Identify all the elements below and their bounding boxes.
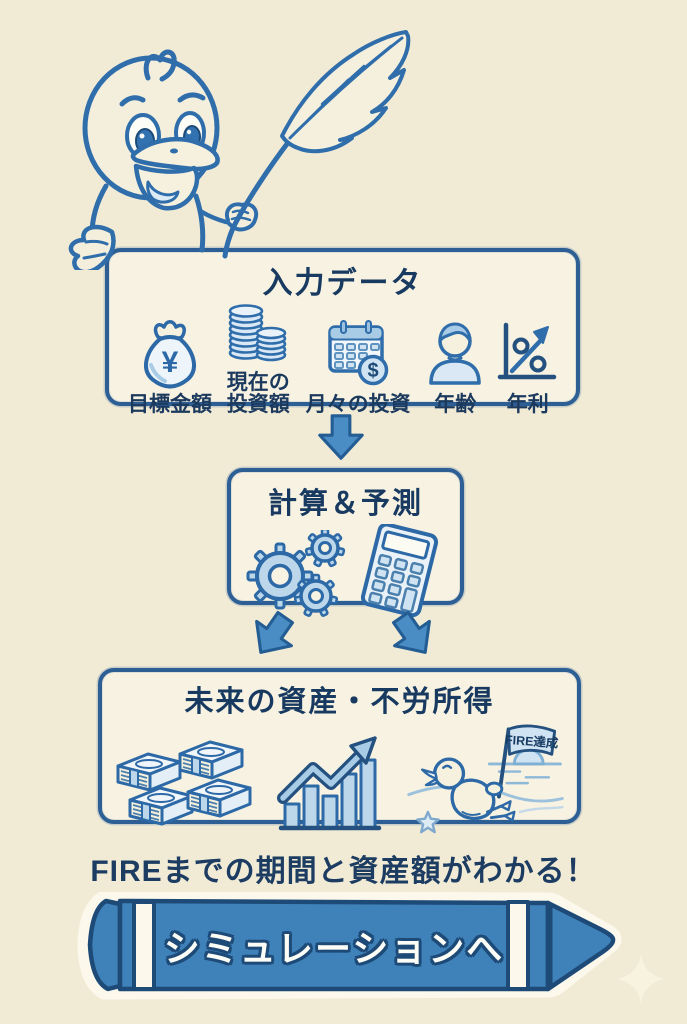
- input-item-monthly: $ 月々の投資: [299, 319, 417, 416]
- calc-icon-row: [231, 524, 460, 620]
- results-panel: 未来の資産・不労所得: [98, 668, 581, 834]
- cash-bundles-icon: [116, 740, 252, 826]
- flow-arrow-down-left-icon: [255, 610, 294, 654]
- simulation-cta-button[interactable]: シミュレーションへ: [76, 892, 638, 1006]
- result-panel-title: 未来の資産・不労所得: [184, 686, 495, 718]
- flow-arrow-down-icon: [318, 414, 364, 460]
- growth-bar-chart-icon: [276, 736, 381, 831]
- money-bag-yen-icon: ¥: [144, 320, 197, 389]
- input-item-label: 月々の投資: [305, 393, 411, 417]
- dollar-glyph: $: [368, 360, 379, 382]
- tagline: FIREまでの期間と資産額がわかる！: [90, 855, 597, 888]
- person-icon: [429, 322, 481, 385]
- percent-growth-icon: [497, 322, 556, 380]
- calendar-dollar-icon: $: [328, 320, 389, 386]
- input-item-rate: 年利: [493, 319, 562, 416]
- input-icon-row: ¥ 目標金額 現在の: [109, 304, 576, 416]
- calculator-icon: [360, 524, 438, 618]
- crayon-shape-icon: [77, 892, 622, 1000]
- duck-with-quill-pen-icon: [68, 30, 411, 270]
- yen-glyph: ¥: [162, 346, 179, 379]
- fire-flag-label: FIRE達成: [505, 732, 560, 751]
- flow-arrow-down-right-icon: [392, 610, 431, 654]
- input-item-age: 年齢: [417, 319, 493, 416]
- input-item-label: 年利: [506, 393, 549, 417]
- input-panel-title: 入力データ: [262, 267, 423, 300]
- gears-icon: [246, 530, 345, 617]
- coin-stacks-icon: [228, 304, 287, 362]
- input-item-goal: ¥ 目標金額: [123, 319, 217, 416]
- sparkle-icon: [618, 954, 664, 1004]
- input-data-panel: 入力データ ¥ 目標金額: [105, 248, 580, 416]
- simulation-cta-label: シミュレーションへ: [163, 928, 505, 969]
- calc-panel-title: 計算＆予測: [267, 488, 423, 520]
- duck-relaxing-on-beach-icon: FIRE達成: [407, 724, 564, 834]
- input-item-label: 目標金額: [128, 393, 213, 417]
- input-item-current: 現在の 投資額: [217, 297, 299, 416]
- result-icon-row: FIRE達成: [102, 722, 577, 834]
- calculation-panel: 計算＆予測: [227, 468, 464, 618]
- input-item-label: 年齢: [434, 393, 477, 417]
- input-item-label: 現在の 投資額: [226, 371, 290, 417]
